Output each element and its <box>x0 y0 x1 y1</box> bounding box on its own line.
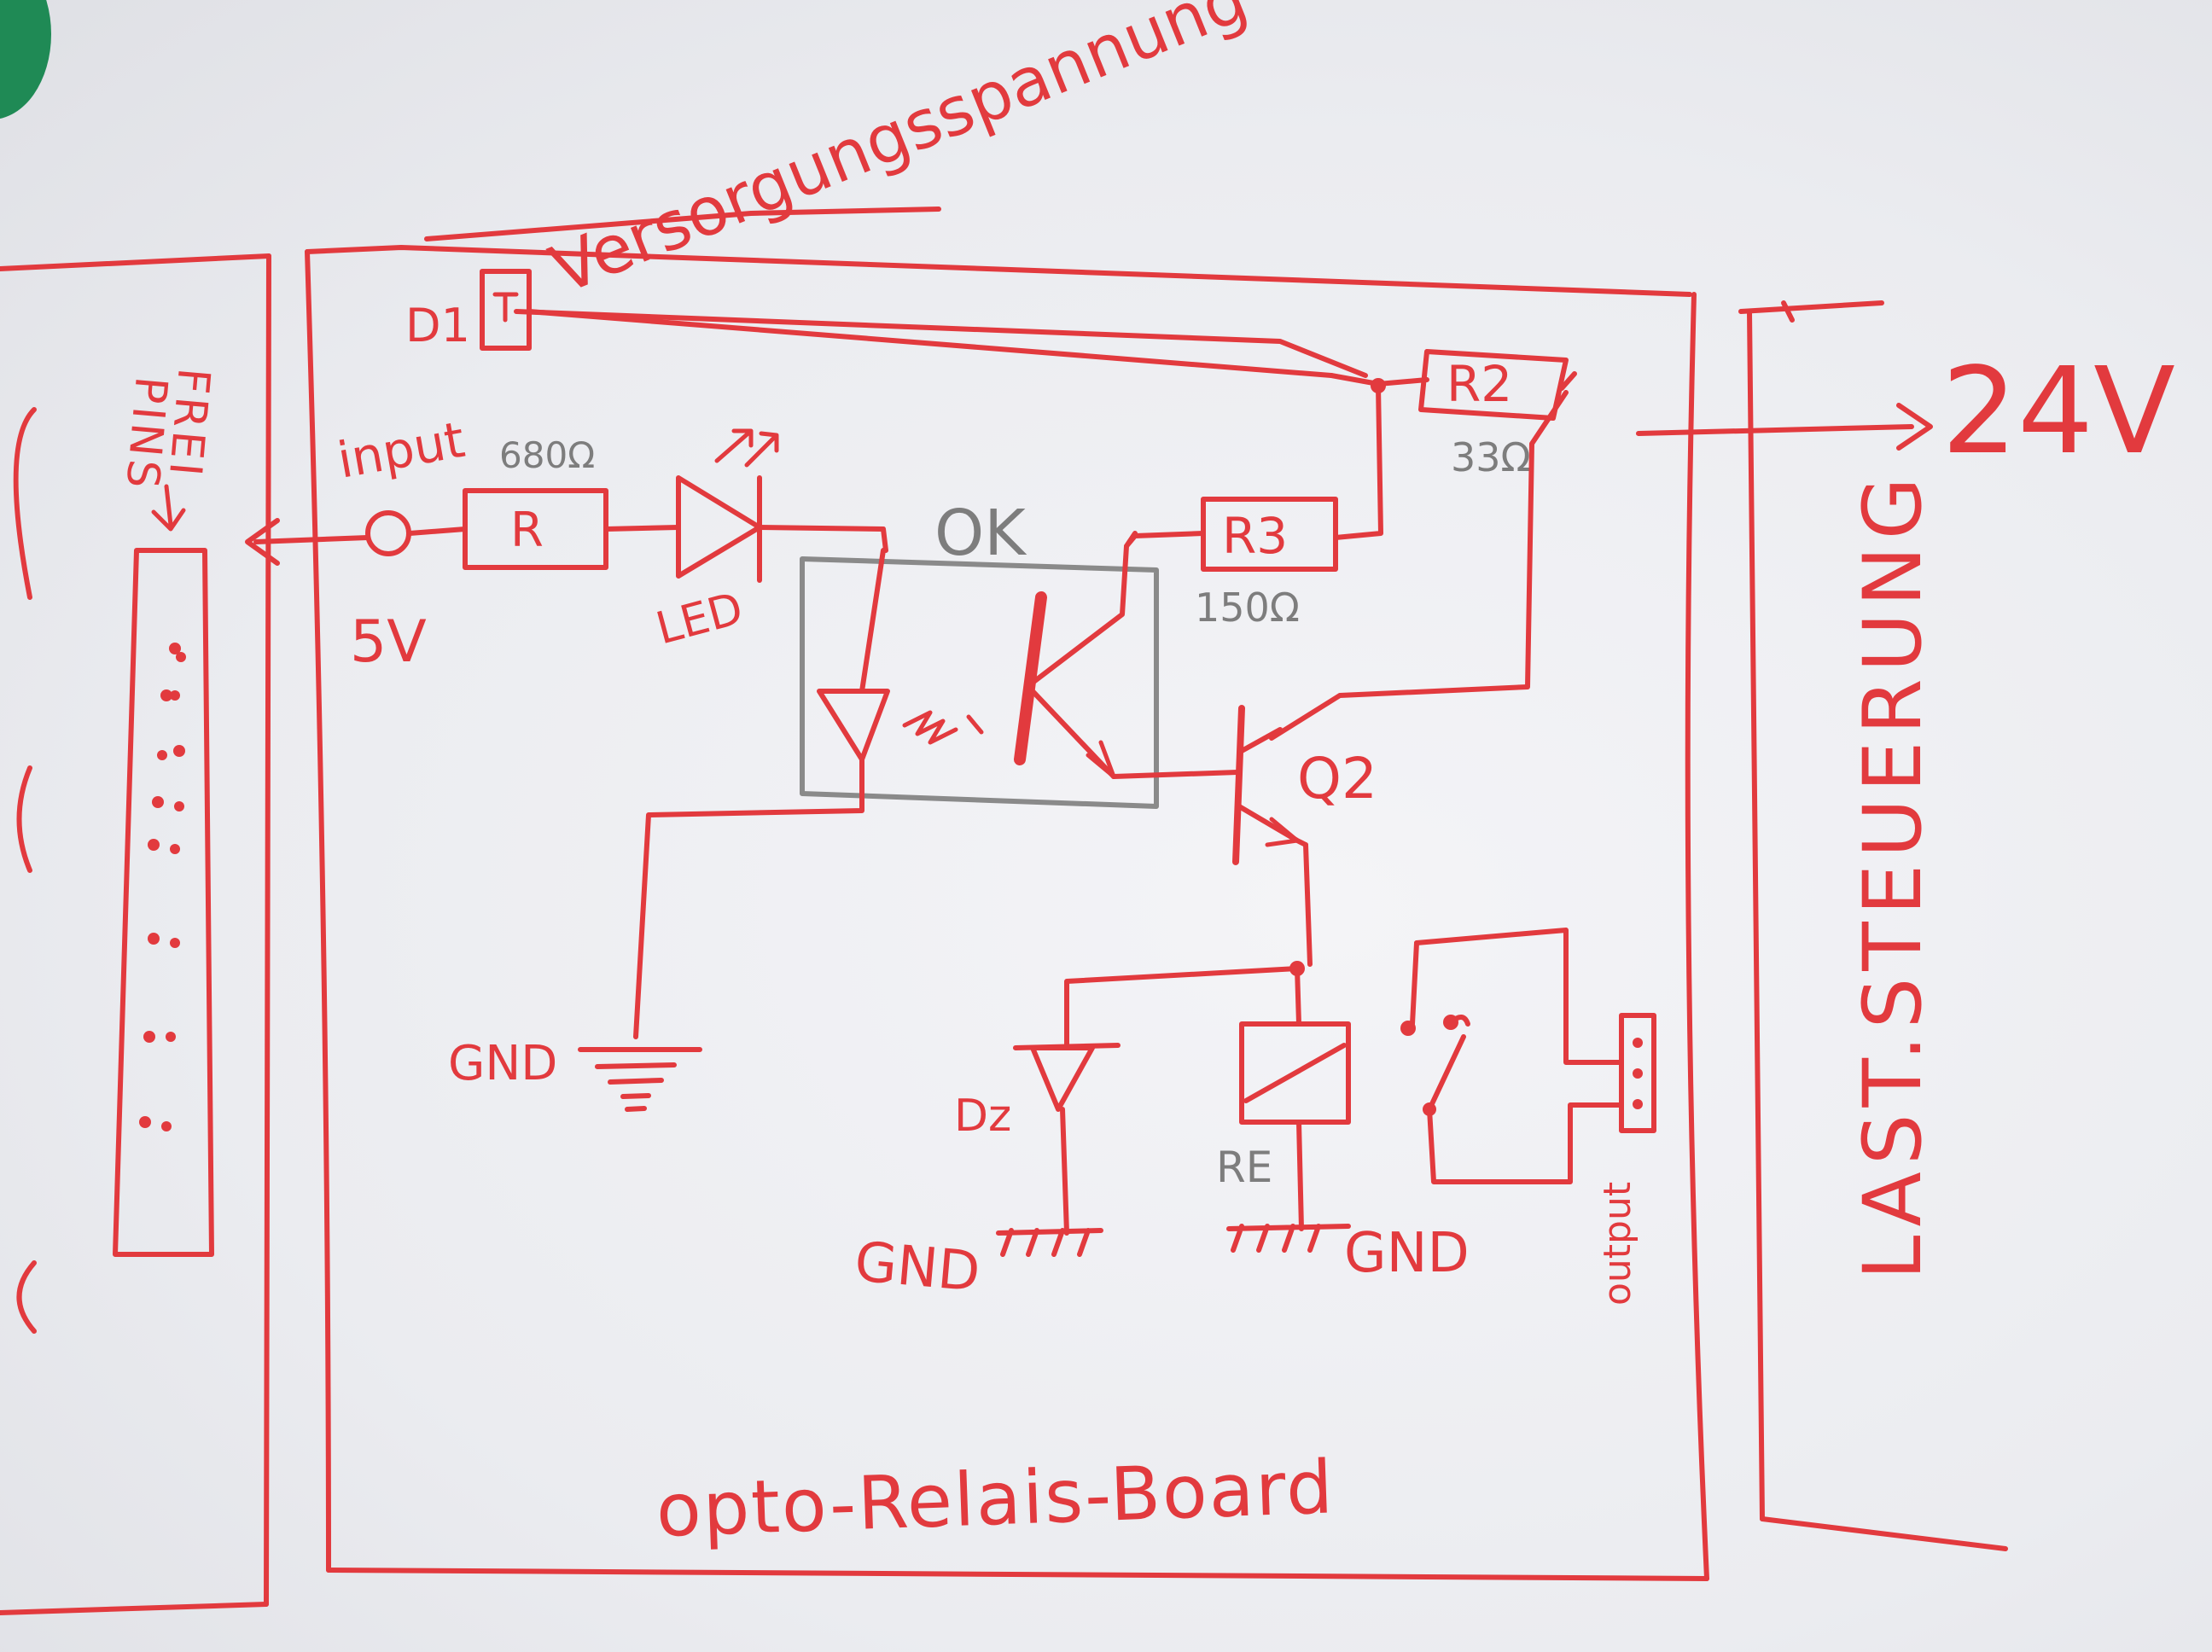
controller-board <box>0 253 271 1615</box>
relay-coil: RE GND <box>1216 966 1470 1285</box>
label-frei: FREI <box>159 366 219 481</box>
label-q2: Q2 <box>1297 746 1377 811</box>
led: LED <box>651 428 888 655</box>
wire-d1-r2 <box>527 309 1334 378</box>
optocoupler: OK <box>633 497 1159 1039</box>
board-outline <box>305 245 1709 1581</box>
label-dz: Dz <box>954 1091 1011 1142</box>
wire-input-to-r <box>407 526 468 536</box>
label-led: LED <box>651 583 748 654</box>
label-pins: PINS <box>115 375 177 493</box>
d1-component: D1 <box>405 269 532 352</box>
supply-24v: 24V <box>1636 342 2175 481</box>
wire-r2-right-to-q2 <box>1269 390 1569 741</box>
green-object <box>0 0 51 119</box>
label-24v: 24V <box>1941 342 2175 481</box>
header-pin-dots <box>139 643 186 1131</box>
label-input: input <box>334 410 469 490</box>
label-versorgungsspannung: Versorgungsspannung <box>540 0 1258 310</box>
input-section: input 5V <box>245 410 469 676</box>
label-re: RE <box>1216 1143 1272 1192</box>
label-ok: OK <box>934 497 1027 570</box>
label-r2-value: 33Ω <box>1451 434 1531 480</box>
label-output: output <box>1596 1182 1639 1306</box>
label-last-steuerung: LAST.STEUERUNG <box>1847 470 1940 1280</box>
label-d1: D1 <box>405 299 470 352</box>
label-gnd-dz: GND <box>853 1230 983 1305</box>
label-gnd-left: GND <box>448 1036 557 1091</box>
supply-line: Versorgungsspannung <box>424 0 1368 378</box>
label-r-value: 680Ω <box>499 434 595 476</box>
r-resistor: R 680Ω <box>463 434 681 570</box>
label-r3-value: 150Ω <box>1195 585 1300 631</box>
q2-transistor: Q2 <box>1111 705 1377 967</box>
wire-supply-r2 <box>1329 373 1381 387</box>
gnd-left: GND <box>448 1036 702 1112</box>
label-r: R <box>510 503 544 558</box>
output-connector: output <box>1596 1013 1656 1306</box>
label-r3: R3 <box>1222 507 1288 565</box>
free-pins-arrow <box>151 484 186 532</box>
wire-ok-to-r3 <box>1124 531 1206 549</box>
r2-resistor: R2 33Ω <box>1376 349 1577 480</box>
label-gnd-re: GND <box>1344 1222 1470 1285</box>
label-5v: 5V <box>350 608 427 676</box>
load-control-board <box>1738 300 2008 1551</box>
r3-resistor: R3 150Ω <box>1195 497 1338 631</box>
relay-contacts <box>1400 928 1624 1184</box>
wire-input-to-header <box>253 535 370 544</box>
wire-r2-down-to-r3 <box>1333 383 1383 540</box>
free-pins-header: FREI PINS <box>113 366 219 1257</box>
label-board-name: opto-Relais-Board <box>655 1445 1336 1554</box>
label-r2: R2 <box>1447 355 1512 413</box>
dz-diode: Dz GND <box>853 966 1300 1305</box>
